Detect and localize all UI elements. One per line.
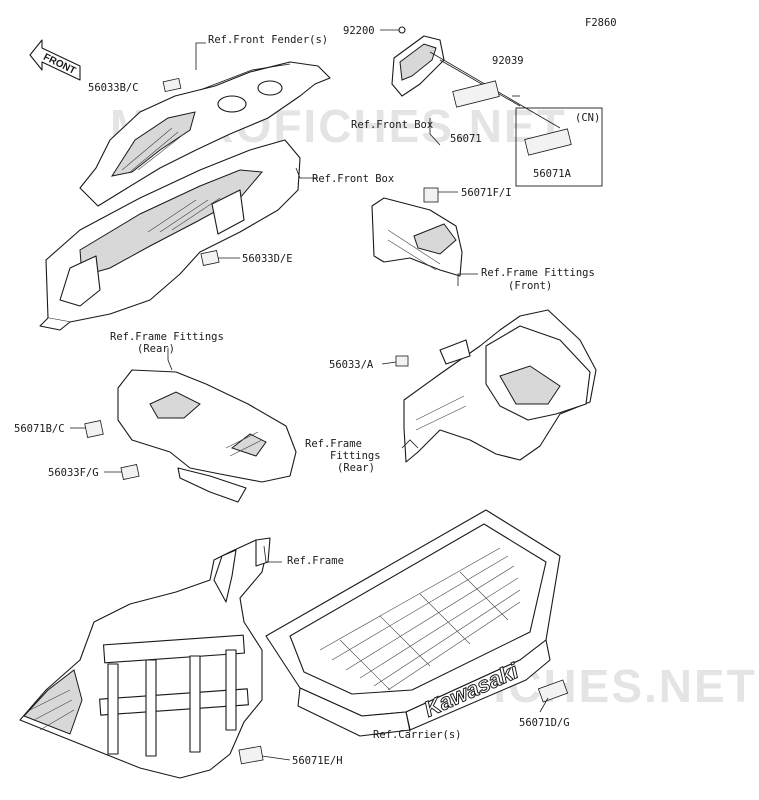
front-box-part — [39, 139, 301, 331]
decal-56071bc — [84, 420, 104, 438]
ref-frame-fittings-rear-left-line2: (Rear) — [137, 343, 175, 355]
label-56033bc: 56033B/C — [88, 82, 139, 94]
ref-frame-fittings-rear-mid-line3: (Rear) — [337, 462, 375, 474]
ref-front-box-top: Ref.Front Box — [351, 119, 433, 131]
cn-region-box — [515, 107, 603, 187]
label-56071dg: 56071D/G — [519, 717, 570, 729]
frame-part — [19, 537, 271, 779]
label-92200: 92200 — [343, 25, 375, 37]
label-56071bc: 56071B/C — [14, 423, 65, 435]
label-56071: 56071 — [450, 133, 482, 145]
frame-fittings-front-part — [371, 187, 463, 277]
label-56071eh: 56071E/H — [292, 755, 343, 767]
ref-front-box: Ref.Front Box — [312, 173, 394, 185]
label-56033de: 56033D/E — [242, 253, 293, 265]
label-56033a: 56033/A — [329, 359, 374, 371]
front-fender-part — [79, 61, 331, 207]
front-box-lid-part — [380, 26, 561, 129]
label-56071a: 56071A — [533, 168, 572, 180]
decal-56071 — [452, 80, 500, 108]
frame-fittings-rear-part — [395, 309, 597, 463]
decal-56071fi — [423, 187, 439, 203]
ref-frame-fittings-front-line1: Ref.Frame Fittings — [481, 267, 595, 279]
ref-frame-fittings-front-line2: (Front) — [508, 280, 552, 292]
decal-56071a — [524, 128, 572, 156]
ref-frame-fittings-rear-mid-line2: Fittings — [330, 450, 381, 462]
decal-56071eh — [238, 745, 264, 765]
label-92039: 92039 — [492, 55, 524, 67]
decal-56033fg — [120, 463, 140, 481]
decal-56033de — [200, 249, 220, 267]
frame-fittings-rear-left-part — [117, 369, 297, 503]
ref-frame: Ref.Frame — [287, 555, 344, 567]
ref-carrier: Ref.Carrier(s) — [373, 729, 462, 741]
decal-56071dg — [537, 679, 569, 703]
ref-frame-fittings-rear-mid-line1: Ref.Frame — [305, 438, 362, 450]
figure-code: F2860 — [585, 17, 617, 29]
decal-56033bc — [162, 77, 182, 93]
label-56033fg: 56033F/G — [48, 467, 99, 479]
ref-front-fender: Ref.Front Fender(s) — [208, 34, 328, 46]
leader-lines — [70, 42, 549, 761]
cn-region-label: (CN) — [575, 112, 600, 124]
label-56071fi: 56071F/I — [461, 187, 512, 199]
front-arrow-label: FRONT — [41, 52, 77, 77]
front-direction-arrow: FRONT — [29, 39, 81, 81]
decal-56033a — [395, 355, 409, 367]
ref-frame-fittings-rear-left-line1: Ref.Frame Fittings — [110, 331, 224, 343]
